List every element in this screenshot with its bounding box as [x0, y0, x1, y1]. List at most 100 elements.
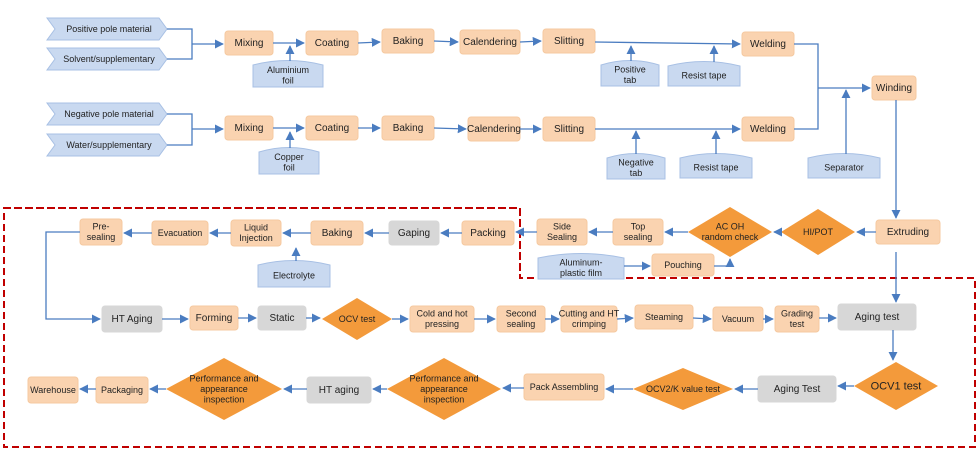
- step-pos-calendering-label: Calendering: [463, 37, 517, 48]
- arrow-pos-2: [357, 37, 381, 47]
- step-winding: Winding: [871, 75, 917, 101]
- step-perf-inspection-1-label-line-3: inspection: [424, 394, 465, 404]
- step-aging-test: Aging test: [837, 303, 917, 331]
- step-hipot: HI/POT: [781, 209, 855, 255]
- step-neg-slitting-label: Slitting: [554, 124, 584, 135]
- step-top-sealing-label-line-2: sealing: [624, 232, 653, 242]
- input-positive-tab-label-line-1: Positive: [614, 65, 646, 75]
- step-packaging: Packaging: [95, 376, 149, 404]
- step-aging-test-label: Aging test: [855, 312, 900, 323]
- step-side-sealing-label-line-1: Side: [553, 222, 571, 232]
- step-pos-welding: Welding: [741, 31, 795, 57]
- step-gaping-label: Gaping: [398, 228, 430, 239]
- input-aluminium-foil-label-line-2: foil: [282, 76, 294, 86]
- step-ocv2k-label: OCV2/K value test: [646, 384, 721, 394]
- step-neg-welding: Welding: [741, 116, 795, 142]
- input-water-label: Water/supplementary: [66, 140, 152, 150]
- step-grading-test-label-line-2: test: [790, 319, 805, 329]
- step-pos-baking: Baking: [381, 28, 435, 54]
- connector-welding-merge: [794, 43, 819, 130]
- input-solvent: Solvent/supplementary: [46, 47, 168, 71]
- input-electrolyte-label: Electrolyte: [273, 270, 315, 280]
- step-ocv1-test-label: OCV1 test: [871, 380, 922, 392]
- step-liquid-injection-label-line-1: Liquid: [244, 223, 268, 233]
- step-aging-test-2-label: Aging Test: [774, 384, 821, 395]
- input-negative-material-label: Negative pole material: [64, 109, 154, 119]
- step-ac-oh-label-line-2: random check: [702, 232, 759, 242]
- step-neg-mixing: Mixing: [224, 115, 274, 141]
- step-ocv-test: OCV test: [322, 298, 392, 340]
- connector-positive-inputs: [167, 28, 193, 60]
- arrow-pos-4: [519, 36, 542, 46]
- connector-negative-inputs: [167, 113, 193, 146]
- step-evacuation: Evacuation: [151, 220, 209, 246]
- step-neg-baking-label: Baking: [393, 123, 424, 134]
- step-ac-oh-label-line-1: AC OH: [716, 222, 745, 232]
- step-ht-aging-2: HT aging: [306, 376, 372, 404]
- step-pack-assembling: Pack Assembling: [523, 373, 605, 401]
- input-copper-foil-label-line-2: foil: [283, 163, 295, 173]
- arrow-presealing-down: [45, 231, 101, 324]
- step-evacuation-label: Evacuation: [158, 228, 203, 238]
- step-steaming-label: Steaming: [645, 312, 683, 322]
- input-electrolyte: Electrolyte: [257, 260, 331, 288]
- step-pos-coating: Coating: [305, 30, 359, 56]
- step-neg-coating: Coating: [305, 115, 359, 141]
- input-negative-material: Negative pole material: [46, 102, 168, 126]
- step-ht-aging-label: HT Aging: [112, 314, 153, 325]
- input-aluminum-plastic-film: Aluminum-plastic film: [537, 253, 625, 280]
- input-resist-tape-1: Resist tape: [667, 61, 741, 87]
- step-ht-aging-2-label: HT aging: [319, 385, 359, 396]
- step-perf-inspection-2-label-line-1: Performance and: [189, 373, 258, 383]
- step-steaming: Steaming: [634, 304, 694, 330]
- step-pos-mixing: Mixing: [224, 30, 274, 56]
- step-neg-baking: Baking: [381, 115, 435, 141]
- step-grading-test-label-line-1: Grading: [781, 309, 813, 319]
- step-pos-slitting-label: Slitting: [554, 36, 584, 47]
- input-aluminium-foil-label-line-1: Aluminium: [267, 65, 309, 75]
- input-aluminum-plastic-film-label-line-2: plastic film: [560, 268, 602, 278]
- input-water: Water/supplementary: [46, 133, 168, 157]
- step-forming-label: Forming: [196, 313, 233, 324]
- step-extruding: Extruding: [875, 219, 941, 245]
- step-gaping: Gaping: [388, 220, 440, 246]
- step-pack-assembling-label: Pack Assembling: [530, 382, 599, 392]
- step-perf-inspection-1-label-line-1: Performance and: [409, 373, 478, 383]
- step-perf-inspection-2-label-line-3: inspection: [204, 394, 245, 404]
- step-perf-inspection-1-label-line-2: appearance: [420, 384, 468, 394]
- step-ocv-test-label: OCV test: [339, 314, 376, 324]
- step-ocv2k: OCV2/K value test: [633, 368, 733, 410]
- step-neg-welding-label: Welding: [750, 124, 786, 135]
- arrow-pos-3: [433, 37, 459, 47]
- step-side-sealing-label-line-2: Sealing: [547, 232, 577, 242]
- step-pos-baking-label: Baking: [393, 36, 424, 47]
- step-extruding-label: Extruding: [887, 227, 929, 238]
- step-second-sealing-label-line-1: Second: [506, 309, 537, 319]
- step-pos-calendering: Calendering: [459, 29, 521, 55]
- step-second-sealing-label-line-2: sealing: [507, 319, 536, 329]
- input-negative-tab-label-line-2: tab: [630, 168, 643, 178]
- step-ht-aging: HT Aging: [101, 305, 163, 333]
- step-baking2: Baking: [310, 220, 364, 246]
- step-neg-mixing-label: Mixing: [235, 123, 264, 134]
- step-pouching-label: Pouching: [664, 260, 702, 270]
- step-pre-sealing-label-line-1: Pre-: [92, 222, 109, 232]
- input-solvent-label: Solvent/supplementary: [63, 54, 155, 64]
- input-positive-material: Positive pole material: [46, 17, 168, 41]
- step-neg-slitting: Slitting: [542, 116, 596, 142]
- arrow-neg-3: [433, 124, 467, 134]
- step-neg-calendering-label: Calendering: [467, 124, 521, 135]
- arrow-cutting-steaming: [616, 313, 634, 324]
- input-aluminum-plastic-film-label-line-1: Aluminum-: [559, 258, 602, 268]
- input-negative-tab-label-line-1: Negative: [618, 158, 654, 168]
